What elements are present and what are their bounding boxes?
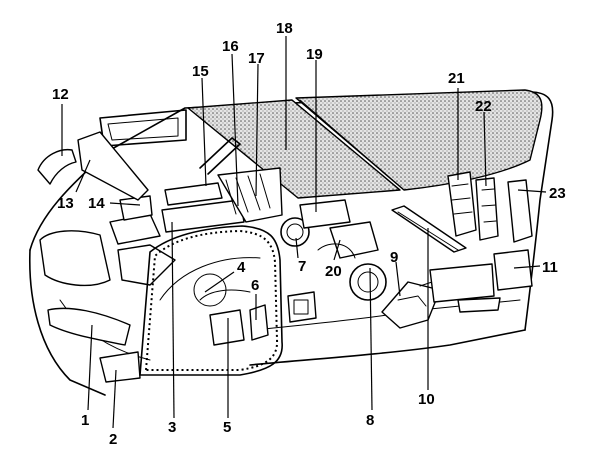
headliner-front (295, 89, 543, 191)
callout-20: 20 (325, 263, 342, 280)
part-20-shape (329, 221, 379, 259)
part-23-shape (507, 179, 533, 243)
callout-12: 12 (52, 86, 69, 103)
callout-14: 14 (88, 195, 105, 212)
callout-17: 17 (248, 50, 265, 67)
callout-5: 5 (223, 419, 231, 436)
part-13-shape (77, 131, 149, 201)
callout-22: 22 (475, 98, 492, 115)
callout-2: 2 (109, 431, 117, 448)
callout-11: 11 (542, 259, 558, 276)
part-22-shape (475, 177, 499, 241)
callout-10: 10 (418, 391, 435, 408)
leader-lines (61, 36, 547, 429)
right-panels (429, 171, 533, 313)
pillar-trims (161, 137, 283, 233)
callout-labels: 1 2 3 4 5 6 7 8 9 10 11 12 13 14 15 16 1… (52, 20, 566, 448)
center-parts (280, 199, 379, 323)
floor-parts (39, 195, 176, 383)
callout-8: 8 (366, 412, 374, 429)
callout-9: 9 (390, 249, 398, 266)
callout-15: 15 (192, 63, 209, 80)
callout-16: 16 (222, 38, 239, 55)
part-7-ring (280, 217, 310, 247)
callout-19: 19 (306, 46, 323, 63)
callout-23: 23 (549, 185, 566, 202)
callout-6: 6 (251, 277, 259, 294)
part-9-bracket (381, 281, 441, 329)
rail-parts (37, 131, 149, 201)
part-8-ring (349, 263, 387, 301)
callout-4: 4 (237, 259, 246, 276)
part-2-shape (99, 351, 141, 383)
door-seal (139, 225, 283, 376)
callout-18: 18 (276, 20, 293, 37)
weatherstrip-seal (144, 229, 279, 371)
callout-21: 21 (448, 70, 465, 87)
callout-13: 13 (57, 195, 74, 212)
part-12-shape (37, 148, 77, 185)
part-21-shape (447, 171, 477, 237)
callout-7: 7 (298, 258, 306, 275)
callout-3: 3 (168, 419, 176, 436)
roof-headliner (187, 89, 543, 199)
part-11-shape (493, 249, 533, 291)
callout-1: 1 (81, 412, 89, 429)
part-19-shape (299, 199, 351, 229)
